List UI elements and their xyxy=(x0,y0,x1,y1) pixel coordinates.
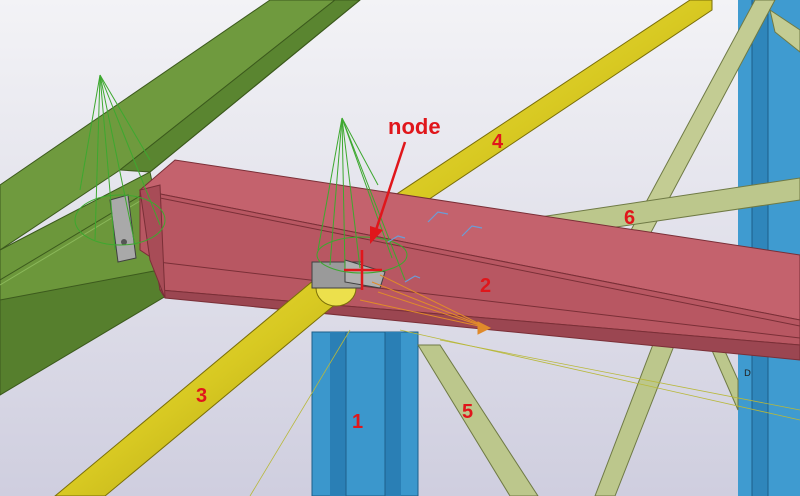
blue-column-1[interactable] xyxy=(311,331,419,496)
load-cone-center xyxy=(316,117,408,281)
small-marker-d: D xyxy=(744,369,751,379)
node-crosshair xyxy=(344,250,382,290)
load-cone-beam xyxy=(359,274,492,335)
blue-column-right[interactable] xyxy=(738,0,800,496)
reference-lines xyxy=(249,329,800,496)
node-connection-plate[interactable] xyxy=(311,259,386,289)
member-label-5: 5 xyxy=(462,401,473,423)
member-label-2: 2 xyxy=(480,275,491,297)
beam-marks xyxy=(387,211,483,283)
member-label-6: 6 xyxy=(624,207,635,229)
load-cone-left xyxy=(74,74,166,251)
member-label-4: 4 xyxy=(492,131,504,153)
node-callout-arrow xyxy=(370,141,407,244)
member-label-3: 3 xyxy=(196,385,207,407)
member-label-1: 1 xyxy=(352,411,363,433)
node-callout-label: node xyxy=(388,114,441,139)
olive-brace-5[interactable] xyxy=(417,344,539,496)
